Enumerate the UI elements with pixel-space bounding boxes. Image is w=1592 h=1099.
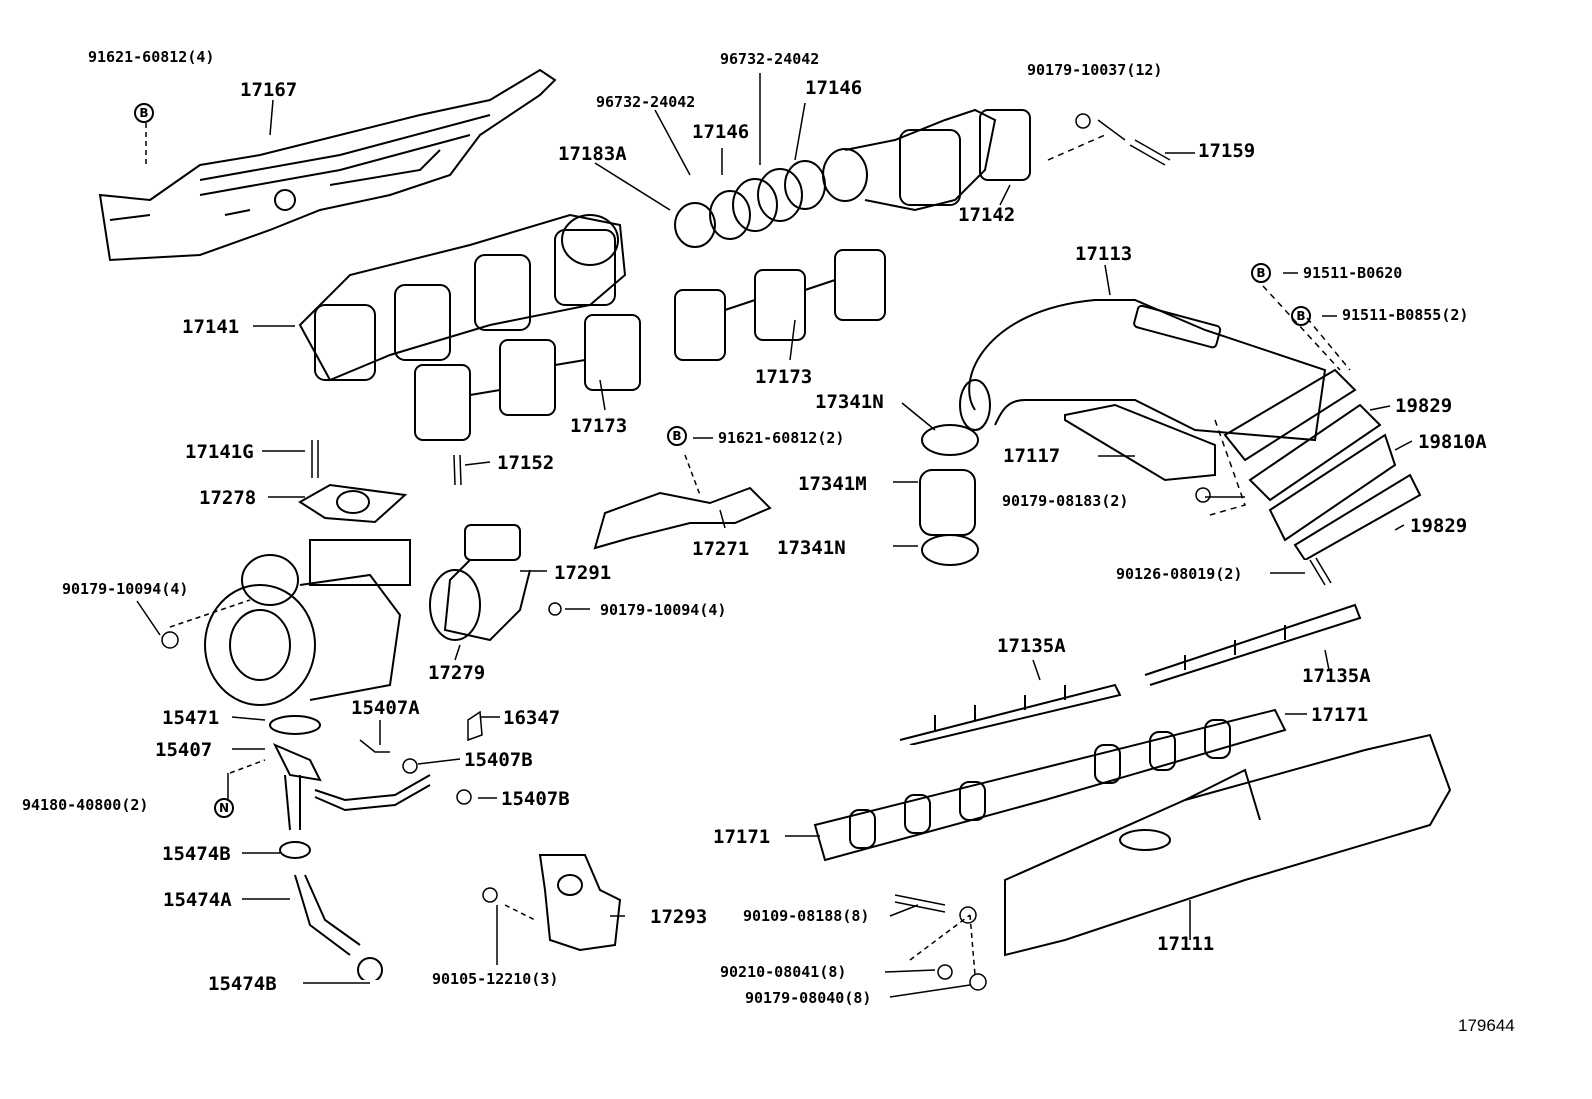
part-label: 17146 — [805, 77, 863, 99]
part-label: 17173 — [570, 415, 628, 437]
part-label: 15471 — [162, 707, 220, 729]
marker-b-2: B — [667, 426, 687, 446]
part-label: 15474B — [208, 973, 277, 995]
part-label: 15407B — [464, 749, 533, 771]
marker-n-1: N — [214, 798, 234, 818]
part-label: 17142 — [958, 204, 1016, 226]
part-label: 15407A — [351, 697, 420, 719]
part-label: 91511-B0620 — [1303, 264, 1403, 282]
part-label: 91621-60812(4) — [88, 48, 215, 66]
manifold-gasket-upper-drawing — [674, 249, 886, 361]
exhaust-pipe-joint-drawing — [674, 108, 1031, 248]
part-label: 19829 — [1410, 515, 1468, 537]
part-label: 17159 — [1198, 140, 1256, 162]
part-label: 15474A — [163, 889, 232, 911]
part-label: 17271 — [692, 538, 750, 560]
part-label: 17152 — [497, 452, 555, 474]
figure-number: 179644 — [1458, 1016, 1515, 1035]
turbo-heat-insulator-drawing — [593, 486, 772, 550]
part-label: 90179-08183(2) — [1002, 492, 1129, 510]
part-label: 90179-10094(4) — [62, 580, 189, 598]
hose-clamps-drawing — [919, 424, 979, 566]
part-label: 17279 — [428, 662, 486, 684]
turbocharger-drawing — [204, 539, 411, 706]
part-label: 90105-12210(3) — [432, 970, 559, 988]
part-label: 19810A — [1418, 431, 1487, 453]
exhaust-manifold-gaskets-drawing — [813, 708, 1287, 862]
part-label: 17111 — [1157, 933, 1215, 955]
turbo-elbow-drawing — [429, 524, 531, 642]
oil-pipe-drawing — [269, 715, 431, 980]
part-label: 17146 — [692, 121, 750, 143]
part-label: 15474B — [162, 843, 231, 865]
part-label: 19829 — [1395, 395, 1453, 417]
part-label: 17171 — [713, 826, 771, 848]
intake-gaskets-drawing — [1223, 368, 1422, 560]
part-label: 90179-08040(8) — [745, 989, 872, 1007]
part-label: 91511-B0855(2) — [1342, 306, 1469, 324]
part-label: 17135A — [1302, 665, 1371, 687]
part-label: 90179-10094(4) — [600, 601, 727, 619]
part-label: 90179-10037(12) — [1027, 61, 1163, 79]
part-label: 16347 — [503, 707, 561, 729]
exhaust-manifold-drawing — [298, 213, 627, 382]
manifold-gasket-lower-drawing — [414, 314, 641, 441]
part-label: 90210-08041(8) — [720, 963, 847, 981]
part-label: 15407B — [501, 788, 570, 810]
marker-b-4: B — [1291, 306, 1311, 326]
part-label: 17341N — [815, 391, 884, 413]
part-label: 90109-08188(8) — [743, 907, 870, 925]
part-label: 17291 — [554, 562, 612, 584]
marker-b-3: B — [1251, 263, 1271, 283]
part-label: 90126-08019(2) — [1116, 565, 1243, 583]
exhaust-heat-insulator-drawing — [98, 68, 557, 262]
part-label: 17135A — [997, 635, 1066, 657]
part-label: 94180-40800(2) — [22, 796, 149, 814]
air-intake-connector-drawing — [959, 299, 1327, 442]
bracket-drawing — [538, 854, 622, 952]
part-label: 17167 — [240, 79, 298, 101]
part-label: 91621-60812(2) — [718, 429, 845, 447]
part-label: 96732-24042 — [596, 93, 696, 111]
part-label: 15407 — [155, 739, 213, 761]
part-label: 96732-24042 — [720, 50, 820, 68]
part-label: 17117 — [1003, 445, 1061, 467]
part-label: 17141G — [185, 441, 254, 463]
part-label: 17183A — [558, 143, 627, 165]
intake-manifold-drawing — [1004, 733, 1452, 957]
part-label: 17173 — [755, 366, 813, 388]
marker-b-1: B — [134, 103, 154, 123]
part-label: 17113 — [1075, 243, 1133, 265]
turbo-gasket-drawing — [298, 483, 408, 524]
part-label: 17341M — [798, 473, 867, 495]
part-label: 17171 — [1311, 704, 1369, 726]
manifold-insulators-drawing — [899, 603, 1362, 745]
part-label: 17293 — [650, 906, 708, 928]
part-label: 17341N — [777, 537, 846, 559]
part-label: 17141 — [182, 316, 240, 338]
air-duct-plate-drawing — [1064, 403, 1216, 482]
part-label: 17278 — [199, 487, 257, 509]
